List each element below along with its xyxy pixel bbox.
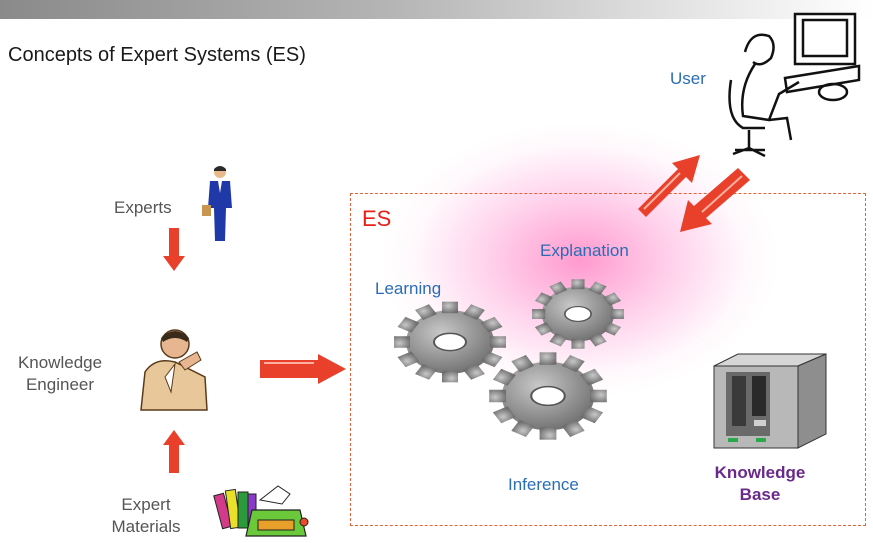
expert-materials-label: Expert Materials xyxy=(100,494,192,538)
inference-label: Inference xyxy=(508,475,579,494)
learning-gear-icon xyxy=(393,300,507,384)
thinking-man-icon xyxy=(140,329,208,411)
es-box xyxy=(350,193,866,526)
page-title: Concepts of Expert Systems (ES) xyxy=(8,44,306,66)
businessman-icon xyxy=(202,166,232,241)
experts-label: Experts xyxy=(114,198,172,217)
inference-gear-icon xyxy=(488,351,608,441)
learning-label: Learning xyxy=(375,279,442,298)
title-bar-gradient xyxy=(0,0,873,19)
knowledge-base-label: Knowledge Base xyxy=(700,462,820,506)
knowledge-engineer-line1: Knowledge xyxy=(17,353,103,372)
expert-materials-line1: Expert xyxy=(121,495,171,514)
es-label: ES xyxy=(362,206,392,231)
expert-materials-line2: Materials xyxy=(111,517,181,536)
explanation-label: Explanation xyxy=(540,241,629,260)
explanation-gear-icon xyxy=(531,278,625,350)
knowledge-base-line2: Base xyxy=(739,485,781,504)
arrow-engineer-to-es xyxy=(260,354,346,384)
arrow-es-to-user xyxy=(638,155,700,217)
gears-icon xyxy=(393,278,625,441)
user-label: User xyxy=(670,69,706,88)
computer-user-icon xyxy=(728,12,861,158)
knowledge-base-line1: Knowledge xyxy=(714,463,806,482)
server-icon xyxy=(713,353,827,449)
knowledge-engineer-label: Knowledge Engineer xyxy=(0,352,120,396)
books-typewriter-icon xyxy=(213,485,309,537)
arrow-user-to-es xyxy=(680,168,750,232)
arrow-materials-to-engineer xyxy=(163,430,185,473)
knowledge-engineer-line2: Engineer xyxy=(25,375,95,394)
arrow-experts-to-engineer xyxy=(163,228,185,271)
